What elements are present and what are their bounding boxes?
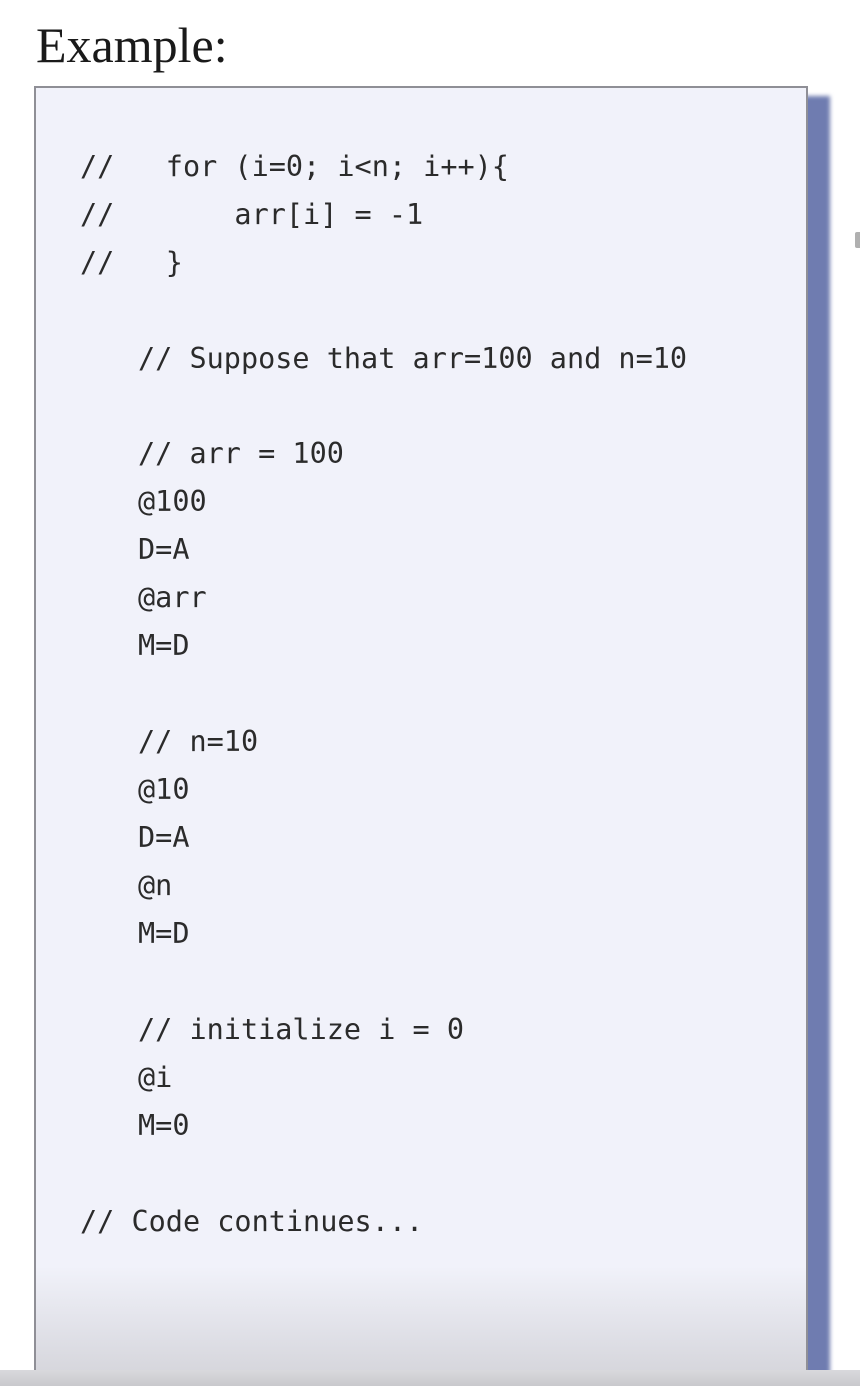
code-line: M=D xyxy=(138,629,190,662)
code-line: @i xyxy=(138,1061,173,1094)
code-line: @n xyxy=(138,869,173,902)
bottom-strip xyxy=(0,1370,860,1386)
code-comment: // n=10 xyxy=(138,725,259,758)
edge-fragment xyxy=(855,232,860,248)
code-line: M=D xyxy=(138,917,190,950)
code-comment: // Suppose that arr=100 and n=10 xyxy=(138,342,688,375)
code-line: @arr xyxy=(138,581,207,614)
code-line: // for (i=0; i<n; i++){ xyxy=(80,150,509,183)
code-line: // } xyxy=(80,246,183,279)
code-box: // for (i=0; i<n; i++){ // arr[i] = -1 /… xyxy=(34,86,808,1378)
code-line: D=A xyxy=(138,533,190,566)
code-line: // arr[i] = -1 xyxy=(80,198,424,231)
code-line: D=A xyxy=(138,821,190,854)
code-comment: // Code continues... xyxy=(80,1205,424,1238)
code-comment: // arr = 100 xyxy=(138,437,344,470)
code-line: @10 xyxy=(138,773,190,806)
box-bottom-fade xyxy=(36,1266,806,1376)
code-line: M=0 xyxy=(138,1109,190,1142)
page-title: Example: xyxy=(36,17,228,73)
code-comment: // initialize i = 0 xyxy=(138,1013,465,1046)
code-line: @100 xyxy=(138,485,207,518)
